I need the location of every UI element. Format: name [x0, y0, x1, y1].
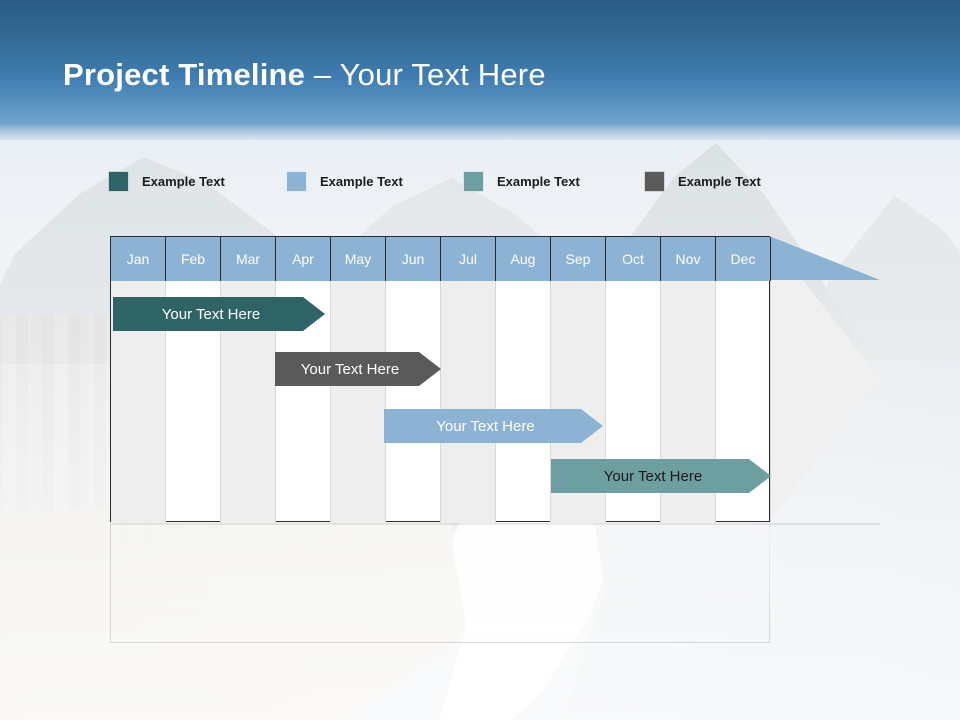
timeline-bar-3-label: Your Text Here	[436, 417, 535, 435]
timeline-column-apr: Apr	[276, 237, 331, 523]
timeline-column-mar: Mar	[221, 237, 276, 523]
timeline-grid: Jan Feb Mar Apr May	[110, 236, 771, 523]
timeline-arrow-shape: Jan Feb Mar Apr May	[110, 236, 880, 523]
month-header-apr: Apr	[276, 237, 331, 281]
timeline-bar-2[interactable]: Your Text Here	[275, 352, 441, 386]
legend-item-4[interactable]: Example Text	[644, 168, 761, 194]
timeline-bar-2-label: Your Text Here	[300, 360, 400, 378]
timeline-arrow-head-band	[769, 236, 880, 280]
legend-item-2[interactable]: Example Text	[286, 168, 403, 194]
timeline-bar-4[interactable]: Your Text Here	[551, 459, 771, 493]
column-divider	[165, 281, 166, 523]
month-header-sep: Sep	[551, 237, 606, 281]
column-divider	[275, 281, 276, 523]
month-header-oct: Oct	[606, 237, 661, 281]
timeline-bar-3[interactable]: Your Text Here	[384, 409, 603, 443]
timeline-chart: Jan Feb Mar Apr May	[110, 236, 880, 523]
page-title-bold: Project Timeline	[63, 57, 306, 92]
month-header-mar: Mar	[221, 237, 276, 281]
header-banner: Project Timeline – Your Text Here	[0, 0, 960, 140]
legend-swatch-light-blue-icon	[286, 170, 307, 192]
legend-swatch-dark-teal-icon	[108, 170, 129, 192]
legend-swatch-teal-icon	[463, 170, 484, 192]
legend-swatch-gray-icon	[644, 170, 665, 192]
header-sheen	[0, 124, 960, 140]
legend-label-4: Example Text	[678, 173, 761, 189]
column-divider	[495, 281, 496, 523]
column-divider	[770, 281, 771, 523]
column-divider	[385, 281, 386, 523]
timeline-bar-1-label: Your Text Here	[161, 305, 261, 323]
legend-label-2: Example Text	[320, 173, 403, 189]
timeline-column-jun: Jun	[386, 237, 441, 523]
column-divider	[220, 281, 221, 523]
timeline-column-aug: Aug	[496, 237, 551, 523]
month-header-may: May	[331, 237, 386, 281]
timeline-column-jan: Jan	[111, 237, 166, 523]
column-divider	[605, 281, 606, 523]
legend-item-1[interactable]: Example Text	[108, 168, 225, 194]
month-header-dec: Dec	[716, 237, 771, 281]
legend-label-3: Example Text	[497, 173, 580, 189]
timeline-column-dec: Dec	[716, 237, 771, 523]
legend-label-1: Example Text	[142, 173, 225, 189]
page-title: Project Timeline – Your Text Here	[63, 57, 546, 93]
month-header-nov: Nov	[661, 237, 716, 281]
column-divider	[550, 281, 551, 523]
timeline-column-jul: Jul	[441, 237, 496, 523]
month-header-aug: Aug	[496, 237, 551, 281]
timeline-column-oct: Oct	[606, 237, 661, 523]
timeline-column-feb: Feb	[166, 237, 221, 523]
legend-item-3[interactable]: Example Text	[463, 168, 580, 194]
timeline-bar-1[interactable]: Your Text Here	[113, 297, 325, 331]
column-divider	[660, 281, 661, 523]
legend: Example Text Example Text Example Text E…	[108, 168, 808, 194]
column-divider	[330, 281, 331, 523]
page-title-light: Your Text Here	[339, 57, 546, 92]
column-divider	[440, 281, 441, 523]
month-header-jul: Jul	[441, 237, 496, 281]
month-header-feb: Feb	[166, 237, 221, 281]
month-header-jan: Jan	[111, 237, 166, 281]
timeline-arrow-head	[769, 236, 880, 522]
month-header-jun: Jun	[386, 237, 441, 281]
timeline-bar-4-label: Your Text Here	[603, 467, 703, 485]
column-divider	[715, 281, 716, 523]
page-title-separator: –	[305, 57, 340, 92]
